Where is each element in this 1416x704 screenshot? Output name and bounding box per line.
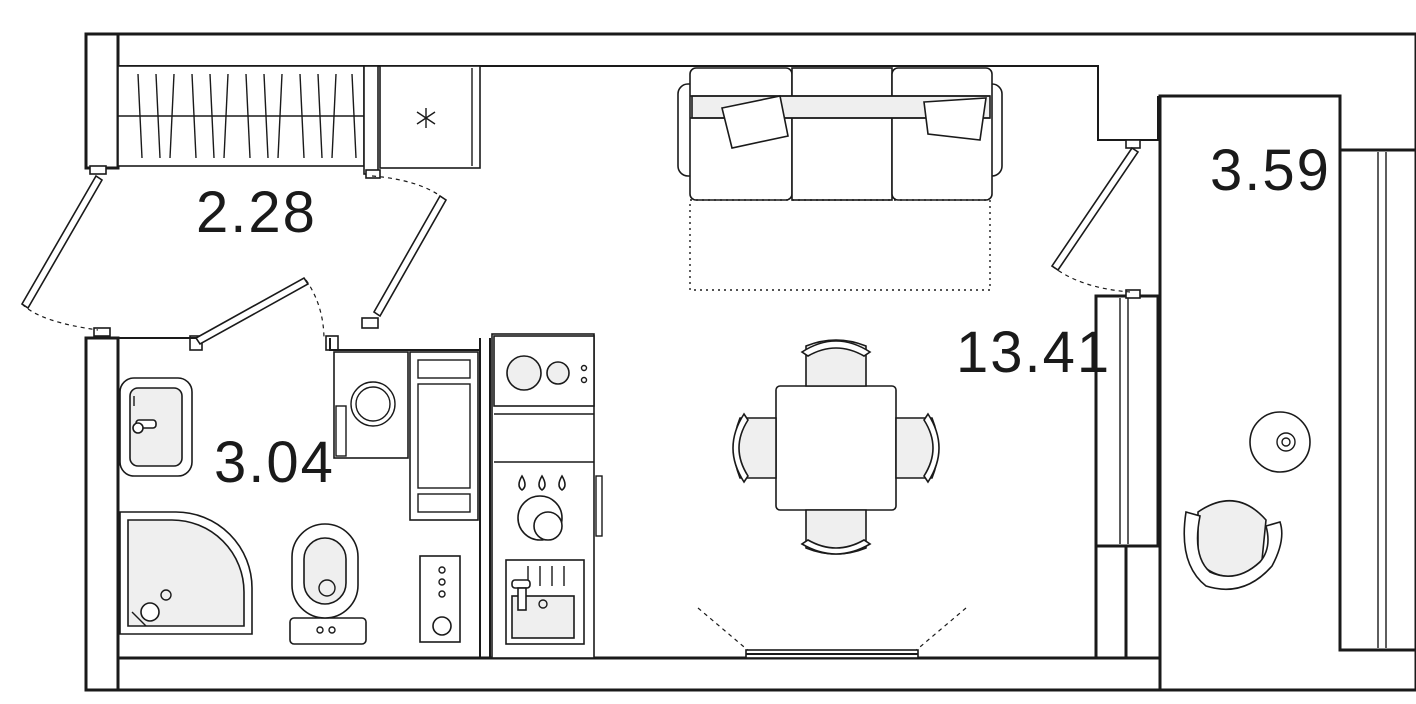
sofa xyxy=(677,67,1003,201)
entrance-door xyxy=(20,165,111,337)
walls xyxy=(84,32,1416,692)
hallway-area-label: 2.28 xyxy=(196,180,317,245)
radiator xyxy=(419,555,461,643)
washing-machine xyxy=(333,351,409,459)
shower xyxy=(119,511,253,635)
balcony-area-label: 3.59 xyxy=(1210,138,1331,203)
dishwasher xyxy=(517,474,603,541)
chair xyxy=(895,412,940,484)
window-bay xyxy=(697,607,967,659)
balcony-door xyxy=(1050,139,1141,299)
dining-table xyxy=(775,385,897,511)
chair xyxy=(732,412,777,484)
chair xyxy=(800,339,872,387)
bathroom-door xyxy=(189,276,339,351)
hallway-door xyxy=(361,169,448,329)
side-table xyxy=(1249,411,1311,473)
chair xyxy=(800,509,872,555)
living-area-label: 13.41 xyxy=(956,320,1112,385)
bathroom-walls xyxy=(118,337,491,658)
bathroom-area-label: 3.04 xyxy=(214,430,335,495)
armchair xyxy=(1183,500,1283,590)
kitchen-sink xyxy=(505,559,585,645)
water-boiler xyxy=(409,351,479,521)
wardrobe xyxy=(117,65,481,175)
rug xyxy=(689,199,991,291)
toilet xyxy=(289,523,367,645)
asterisk-icon xyxy=(416,108,436,128)
washbasin xyxy=(119,377,193,477)
